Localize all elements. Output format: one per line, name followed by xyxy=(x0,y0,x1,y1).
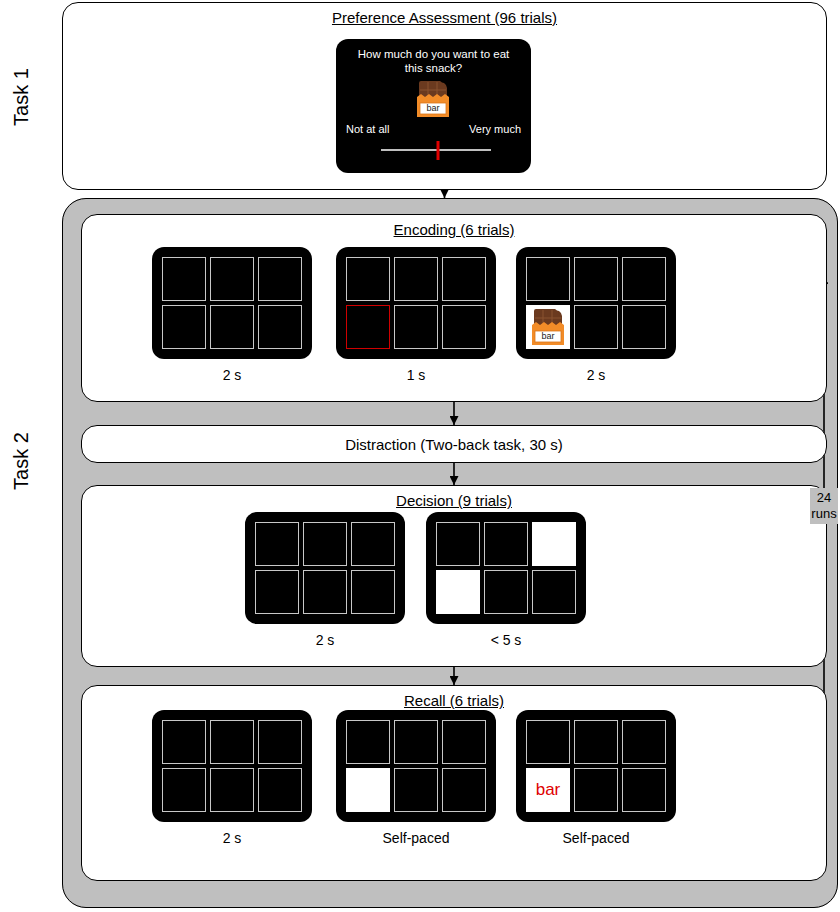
duration-label: 2 s xyxy=(122,830,342,846)
node-text: bar xyxy=(535,331,561,342)
grid-square xyxy=(394,305,438,349)
grid-square xyxy=(346,768,390,812)
grid-square xyxy=(442,305,486,349)
phase-panel: Decision (9 trials)2 s< 5 s xyxy=(81,485,827,667)
snack-icon: bar xyxy=(416,79,450,119)
flow-arrow xyxy=(453,463,455,485)
flow-arrow xyxy=(444,190,446,198)
grid-square xyxy=(255,522,299,566)
grid-square xyxy=(526,720,570,764)
duration-label: 1 s xyxy=(306,367,526,383)
node-text: Recall (6 trials) xyxy=(82,692,826,709)
grid-square xyxy=(442,720,486,764)
phase-panel: Encoding (6 trials)2 s1 s2 sbar xyxy=(81,214,827,402)
grid-square xyxy=(210,257,254,301)
task-panel: Task 2Encoding (6 trials)2 s1 s2 sbarDis… xyxy=(62,198,838,908)
grid-square xyxy=(303,522,347,566)
gray-ground xyxy=(62,198,838,908)
node-text: bar xyxy=(420,103,446,114)
grid-square xyxy=(351,570,395,614)
loop-label: 24 runs xyxy=(810,488,838,524)
node-text: bar xyxy=(526,768,570,812)
grid-square xyxy=(346,257,390,301)
duration-label: 2 s xyxy=(215,632,435,648)
recall-cell: bar xyxy=(526,768,570,812)
trial-screen: 2 sbar xyxy=(516,247,676,359)
trial-screen: Self-paced xyxy=(336,710,496,822)
grid-square xyxy=(526,257,570,301)
grid-square xyxy=(210,768,254,812)
grid-square xyxy=(162,257,206,301)
node-text: How much do you want to eat this snack? xyxy=(356,47,511,75)
duration-label: 2 s xyxy=(122,367,342,383)
grid-square xyxy=(442,257,486,301)
grid-square xyxy=(436,570,480,614)
grid-square xyxy=(162,768,206,812)
grid-square xyxy=(258,257,302,301)
grid-square xyxy=(442,768,486,812)
trial-screen: Self-pacedbar xyxy=(516,710,676,822)
grid-square xyxy=(622,768,666,812)
grid-square xyxy=(162,720,206,764)
trial-screen: 2 s xyxy=(245,512,405,624)
grid-square xyxy=(394,257,438,301)
grid-square xyxy=(346,305,390,349)
grid-square xyxy=(394,768,438,812)
node-text: Distraction (Two-back task, 30 s) xyxy=(82,436,826,453)
grid-square xyxy=(346,720,390,764)
grid-square xyxy=(255,570,299,614)
grid-square xyxy=(351,522,395,566)
trial-screen: 2 s xyxy=(152,710,312,822)
grid-square xyxy=(162,305,206,349)
trial-screen: 1 s xyxy=(336,247,496,359)
trial-screen: < 5 s xyxy=(426,512,586,624)
task-label: Task 1 xyxy=(9,37,33,157)
duration-label: Self-paced xyxy=(306,830,526,846)
grid-square xyxy=(532,570,576,614)
snack-icon: bar xyxy=(531,307,565,347)
duration-label: < 5 s xyxy=(396,632,616,648)
grid-square xyxy=(574,305,618,349)
grid-square xyxy=(394,720,438,764)
node-text: Encoding (6 trials) xyxy=(82,221,826,238)
task-panel: Task 1Preference Assessment (96 trials)H… xyxy=(62,2,827,190)
grid-square xyxy=(622,305,666,349)
trial-screen: 2 s xyxy=(152,247,312,359)
flow-arrow xyxy=(453,667,455,685)
phase-band: Distraction (Two-back task, 30 s) xyxy=(81,425,827,463)
grid-square xyxy=(210,305,254,349)
rating-screen: How much do you want to eat this snack? N… xyxy=(336,39,531,173)
flow-arrow xyxy=(453,402,455,425)
grid-square xyxy=(622,257,666,301)
grid-square xyxy=(258,720,302,764)
phase-panel: Recall (6 trials)2 sSelf-pacedSelf-paced… xyxy=(81,685,827,881)
grid-square xyxy=(484,570,528,614)
grid-square xyxy=(532,522,576,566)
grid-square xyxy=(574,768,618,812)
grid-square xyxy=(210,720,254,764)
grid-square xyxy=(258,305,302,349)
node-text: Preference Assessment (96 trials) xyxy=(63,9,826,26)
grid-square xyxy=(574,720,618,764)
grid-square xyxy=(574,257,618,301)
node-text: Decision (9 trials) xyxy=(82,492,826,509)
grid-square xyxy=(622,720,666,764)
task-label: Task 2 xyxy=(9,401,33,521)
grid-square xyxy=(484,522,528,566)
grid-square xyxy=(303,570,347,614)
grid-square xyxy=(436,522,480,566)
duration-label: Self-paced xyxy=(486,830,706,846)
node-text: Not at all xyxy=(346,123,389,135)
duration-label: 2 s xyxy=(486,367,706,383)
grid-square xyxy=(258,768,302,812)
node-text: Very much xyxy=(469,123,521,135)
